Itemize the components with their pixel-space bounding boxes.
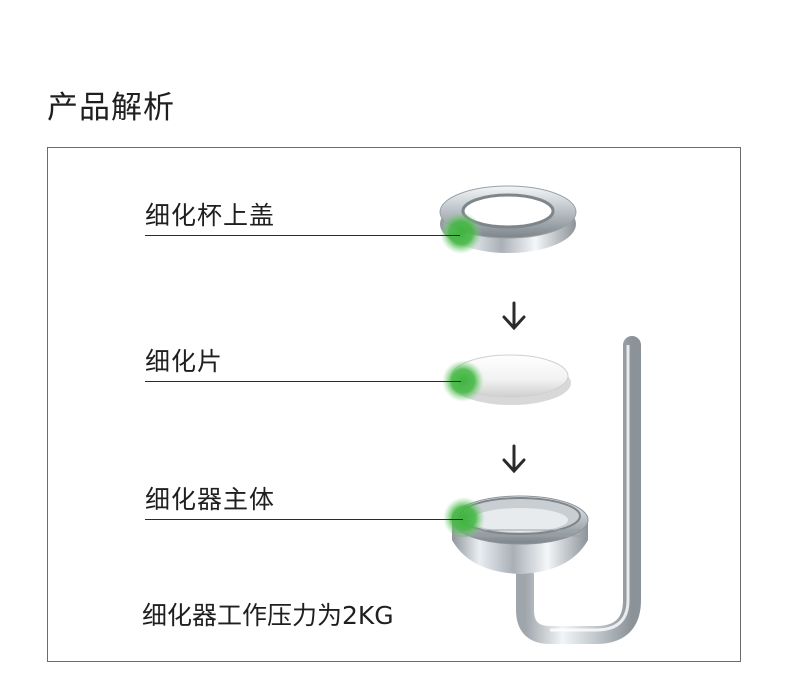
part-label-disc: 细化片 (145, 347, 223, 377)
down-arrow-icon (504, 303, 524, 328)
highlight-dot (443, 497, 485, 539)
pressure-note: 细化器工作压力为2KG (142, 601, 394, 631)
part-label-body: 细化器主体 (145, 485, 275, 515)
down-arrow-icon (504, 446, 524, 471)
leader-line (145, 519, 463, 520)
leader-line (145, 235, 460, 236)
leader-line (145, 381, 461, 382)
part-label-cap: 细化杯上盖 (145, 201, 275, 231)
highlight-dot (440, 212, 482, 254)
